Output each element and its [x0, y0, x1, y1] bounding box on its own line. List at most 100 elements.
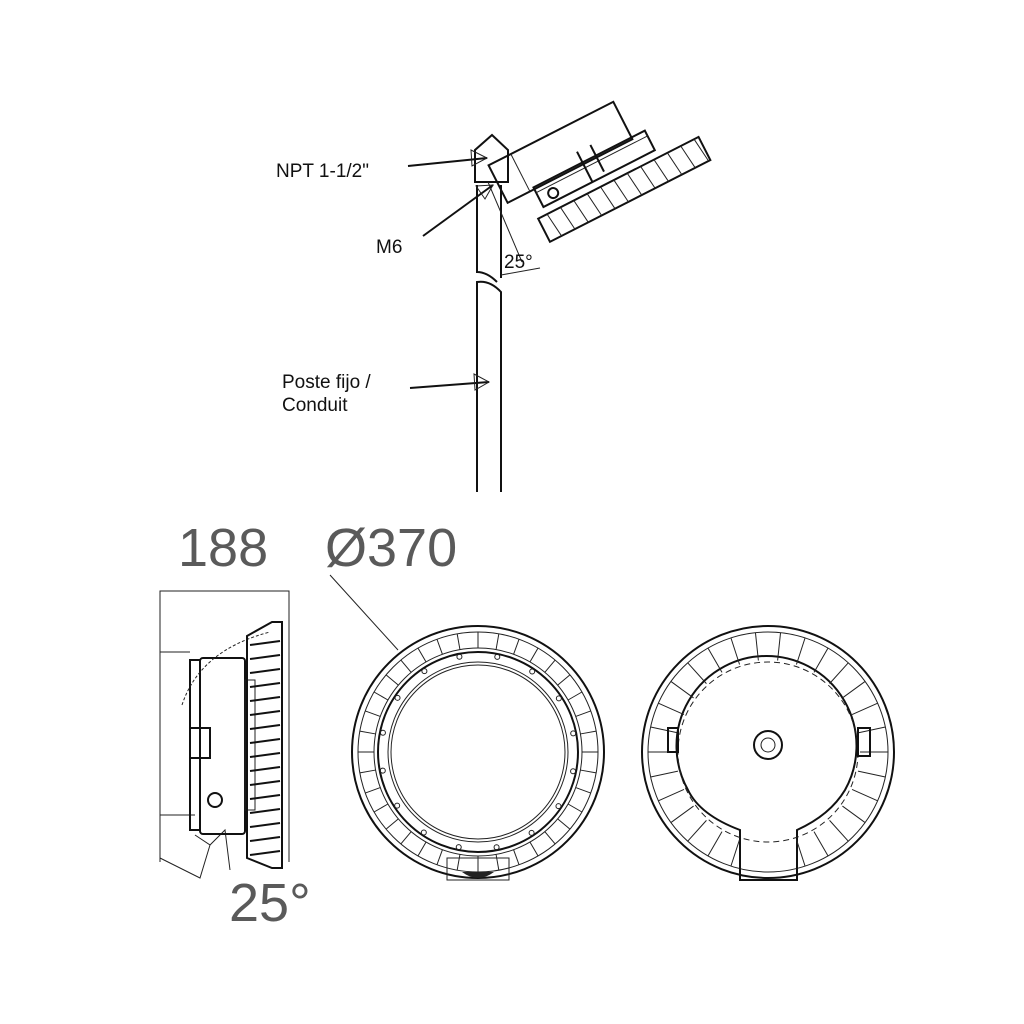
luminaire-side-tilted [487, 100, 712, 244]
heatsink-fin [560, 207, 576, 230]
heatsink-fin [400, 659, 412, 673]
heatsink-fin [567, 691, 583, 701]
heatsink-fin [851, 788, 878, 802]
bolt-icon [529, 668, 536, 675]
tilt-dimension: 25° [229, 873, 311, 933]
heatsink-fin [580, 730, 597, 735]
heatsink-fin [557, 818, 571, 830]
heatsink-fin [813, 647, 829, 673]
heatsink-fin [795, 839, 806, 867]
heatsink-fin [417, 647, 427, 663]
heatsink-fin [842, 681, 866, 699]
heatsink-fin [795, 637, 806, 665]
heatsink-fin [575, 787, 591, 794]
heatsink-fin [650, 726, 679, 734]
heatsink-fin [670, 805, 694, 823]
heatsink-fin [249, 724, 281, 730]
front-view [329, 574, 605, 881]
bolt-icon [421, 668, 428, 675]
npt-callout: NPT 1-1/2" [276, 149, 489, 182]
side-view [159, 590, 290, 879]
heatsink-fin [529, 647, 539, 663]
heatsink-fin [666, 152, 683, 175]
heatsink-fin [573, 200, 589, 223]
heatsink-fin [359, 769, 376, 774]
bolt-icon [455, 844, 462, 851]
heatsink-fin [567, 803, 583, 813]
heatsink-fin [730, 637, 741, 665]
heatsink-fin [829, 662, 849, 684]
bolt-icon [570, 768, 577, 775]
heatsink-fin [658, 788, 685, 802]
heatsink-fin [373, 691, 389, 701]
bolt-icon [456, 653, 463, 660]
heatsink-fin [385, 674, 399, 686]
heatsink-fin [730, 839, 741, 867]
heatsink-fin [580, 769, 597, 774]
pole-callout: Poste fijo / Conduit [282, 372, 491, 416]
heatsink-fin [249, 752, 281, 758]
heatsink-fin [249, 654, 281, 660]
diameter-dimension: Ø370 [325, 518, 457, 578]
heatsink-fin [249, 808, 281, 814]
heatsink-fin [359, 730, 376, 735]
pole [476, 185, 502, 492]
heatsink-fin [513, 849, 520, 865]
npt-label: NPT 1-1/2" [276, 161, 369, 182]
heatsink-fin [249, 850, 281, 856]
heatsink-fin [613, 179, 629, 203]
heatsink-fin [687, 820, 707, 842]
bolt-icon [555, 803, 562, 810]
depth-dimension: 188 [178, 518, 268, 578]
heatsink-fin [373, 803, 389, 813]
heatsink-fin [249, 766, 281, 772]
heatsink-fin [586, 193, 603, 216]
pole-label-line2: Conduit [282, 395, 348, 416]
heatsink-fin [857, 726, 886, 734]
heatsink-fin [693, 138, 709, 162]
bolt-icon [555, 695, 562, 702]
heatsink-fin [365, 710, 381, 717]
heatsink-fin [707, 831, 723, 857]
heatsink-fin [417, 841, 427, 857]
bolt-icon [379, 767, 386, 774]
heatsink-fin [495, 633, 500, 650]
bolt-icon [493, 844, 500, 851]
tilt-angle-label: 25° [504, 252, 533, 273]
heatsink-fin [640, 166, 656, 189]
back-view [641, 625, 895, 881]
heatsink-fin [626, 172, 643, 196]
heatsink-fin [575, 710, 591, 717]
m6-label: M6 [376, 237, 402, 258]
pole-label-line1: Poste fijo / [282, 372, 371, 393]
heatsink-fin [600, 186, 616, 209]
heatsink-fin [842, 805, 866, 823]
bolt-icon [570, 730, 577, 737]
heatsink-fin [249, 640, 281, 646]
m6-callout: M6 [376, 184, 494, 258]
heatsink-fin [436, 849, 443, 865]
heatsink-fin [544, 831, 556, 845]
bolt-icon [379, 729, 386, 736]
heatsink-fin [456, 633, 461, 650]
bolt-icon [394, 802, 401, 809]
heatsink-fin [777, 632, 782, 661]
heatsink-fin [529, 841, 539, 857]
heatsink-fin [249, 682, 281, 688]
heatsink-fin [249, 710, 281, 716]
heatsink-fin [857, 770, 886, 778]
heatsink-fin [456, 854, 461, 871]
heatsink-fin [249, 794, 281, 800]
heatsink-fin [546, 213, 562, 237]
heatsink-fin [513, 639, 520, 655]
heatsink-fin [400, 831, 412, 845]
heatsink-fin [707, 647, 723, 673]
heatsink-fin [650, 770, 679, 778]
heatsink-fin [249, 780, 281, 786]
heatsink-fin [813, 831, 829, 857]
heatsink-fin [670, 681, 694, 699]
heatsink-fin [495, 854, 500, 871]
heatsink-fin [385, 818, 399, 830]
